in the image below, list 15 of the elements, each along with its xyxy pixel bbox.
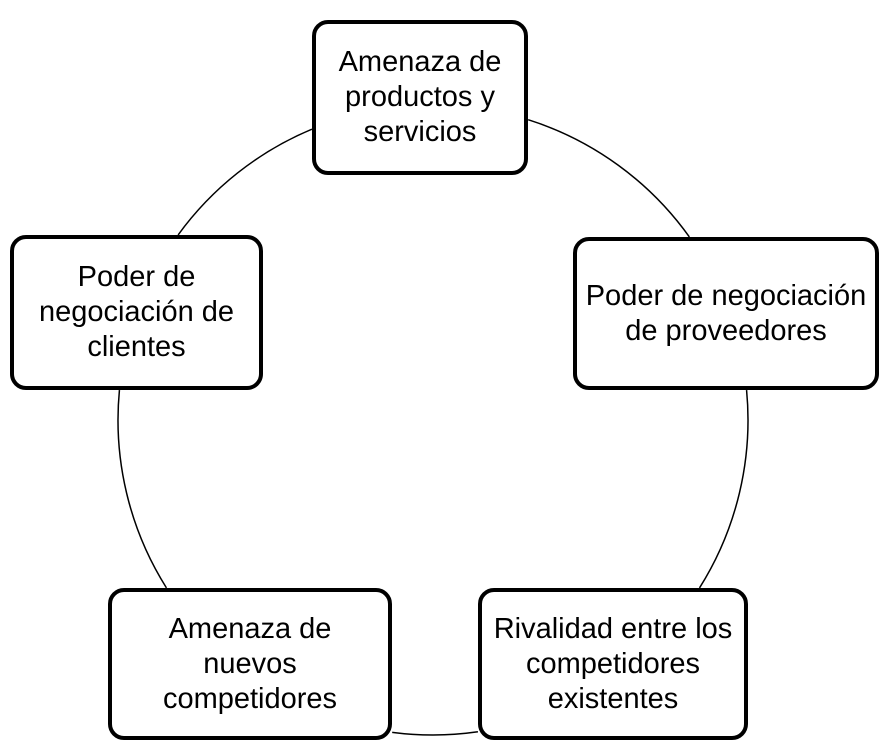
connector-arc bbox=[178, 128, 312, 236]
connector-arc bbox=[698, 390, 749, 588]
connector-arc bbox=[392, 731, 478, 736]
rounded-box bbox=[108, 588, 392, 740]
rounded-box bbox=[478, 588, 748, 740]
connector-arc bbox=[528, 119, 690, 238]
box-label: Amenaza de nuevos competidores bbox=[162, 612, 338, 716]
box-label: Rivalidad entre los competidores existentes bbox=[492, 612, 734, 716]
box-label: Poder de negociación de clientes bbox=[38, 260, 236, 365]
rounded-box bbox=[312, 20, 528, 175]
box-label: Poder de negociación de proveedores bbox=[585, 278, 867, 348]
connector-arc bbox=[117, 390, 168, 588]
box-label: Amenaza de productos y servicios bbox=[338, 45, 502, 150]
rounded-box bbox=[10, 235, 263, 390]
rounded-box bbox=[573, 237, 879, 390]
